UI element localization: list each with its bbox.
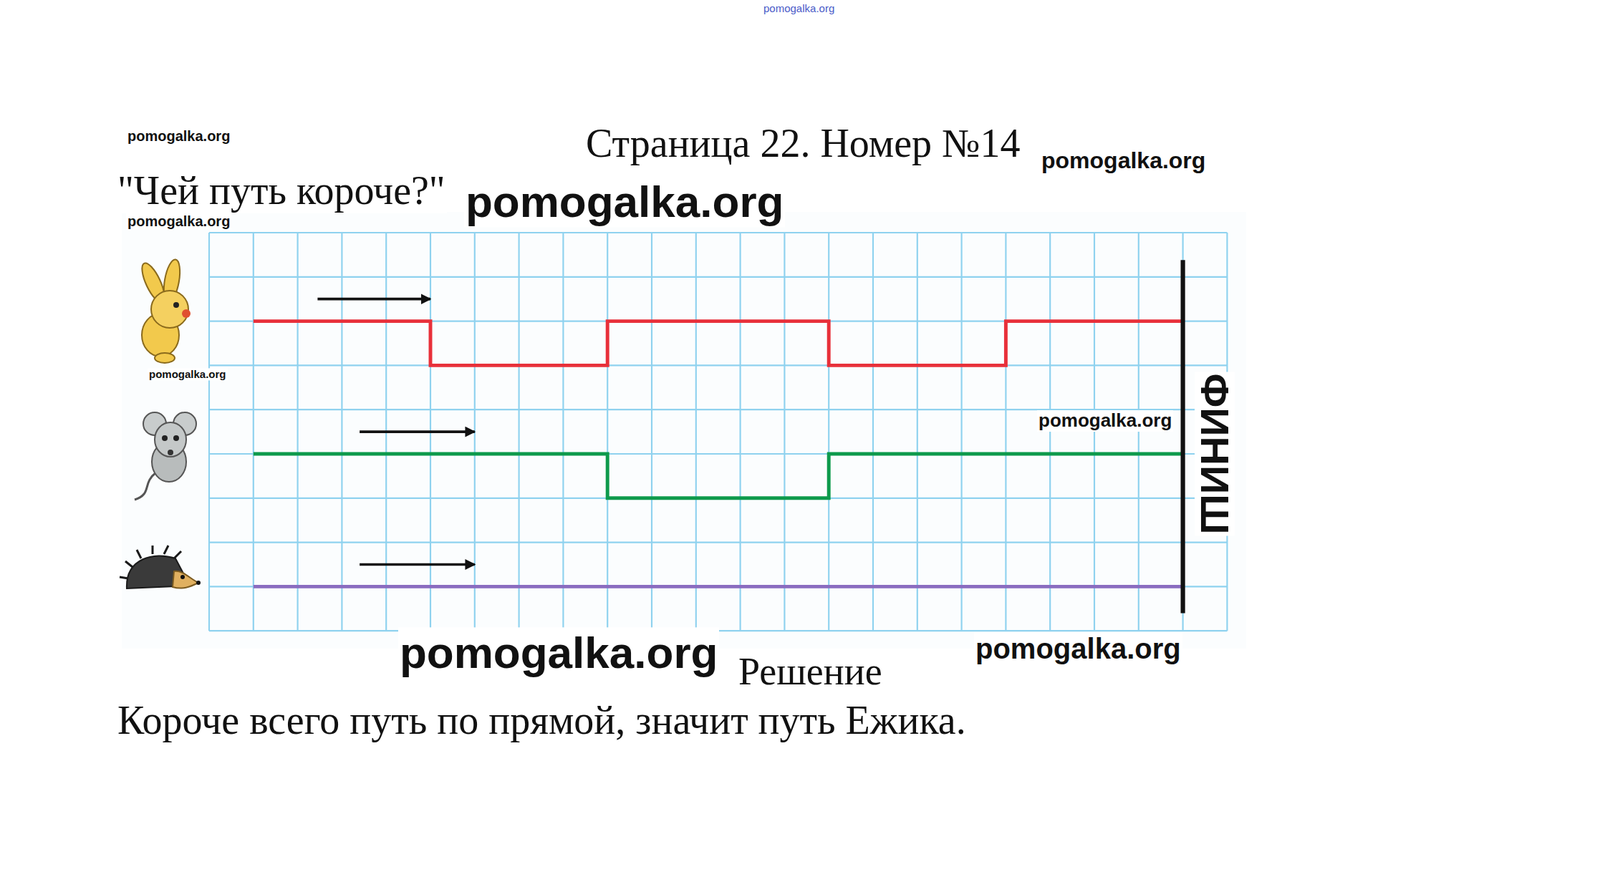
watermark: pomogalka.org: [1037, 410, 1174, 432]
watermark: pomogalka.org: [1039, 147, 1207, 175]
watermark: pomogalka.org: [126, 213, 232, 230]
rabbit-path: [253, 321, 1184, 366]
page-title: Страница 22. Номер №14: [584, 120, 1022, 167]
watermark: pomogalka.org: [464, 176, 785, 228]
hedgehog-path: [253, 585, 1184, 589]
mouse-path: [253, 454, 1184, 499]
picture-ground: [121, 211, 1247, 649]
direction-arrow: [359, 563, 475, 567]
solution-heading: Решение: [736, 649, 884, 695]
watermark: pomogalka.org: [147, 368, 228, 381]
task-title: "Чей путь короче?": [116, 167, 447, 214]
watermark: pomogalka.org: [762, 2, 836, 15]
mouse-icon: [134, 412, 197, 500]
finish-label: ФИНИШ: [1194, 371, 1235, 536]
watermark: pomogalka.org: [126, 128, 232, 145]
watermark: pomogalka.org: [974, 632, 1183, 666]
answer-text: Короче всего путь по прямой, значит путь…: [116, 697, 968, 744]
direction-arrow: [317, 297, 431, 301]
grid: [209, 232, 1227, 631]
watermark: pomogalka.org: [398, 627, 720, 679]
hedgehog-icon: [119, 545, 201, 589]
direction-arrow: [359, 430, 475, 434]
rabbit-icon: [137, 258, 191, 364]
finish-line: [1181, 259, 1186, 614]
